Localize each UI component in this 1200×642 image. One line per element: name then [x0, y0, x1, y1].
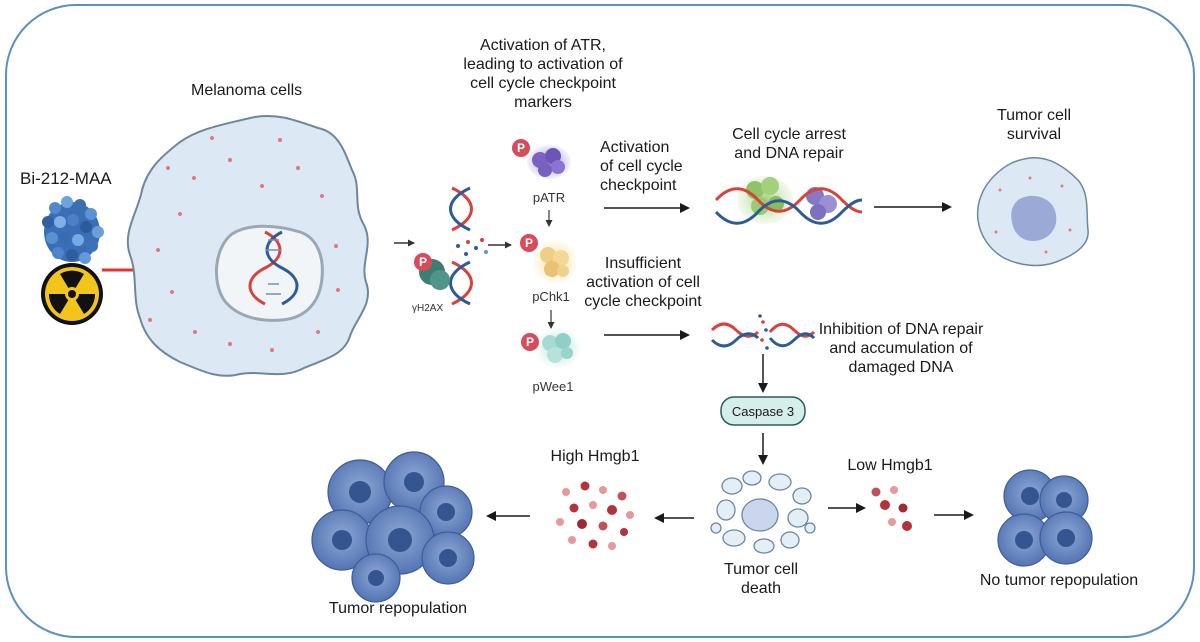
svg-text:P: P: [419, 255, 427, 269]
no-repopulation-label: No tumor repopulation: [980, 572, 1138, 589]
nucleus: [214, 224, 324, 322]
svg-text:P: P: [526, 335, 534, 349]
damaged-dna-icon: [449, 186, 488, 306]
atr-activation-caption: Activation of ATR, leading to activation…: [463, 37, 623, 111]
svg-text:cycle checkpoint: cycle checkpoint: [584, 293, 702, 310]
patr-protein-icon: [527, 145, 571, 179]
svg-text:damaged DNA: damaged DNA: [849, 359, 954, 376]
svg-text:death: death: [741, 580, 781, 597]
svg-text:Cell cycle arrest: Cell cycle arrest: [732, 126, 846, 143]
svg-text:P: P: [517, 141, 525, 155]
p-marker-pwee1: P: [521, 333, 539, 351]
svg-text:leading to activation of: leading to activation of: [463, 56, 623, 73]
high-hmgb1-cluster: [556, 481, 634, 550]
p-marker-patr: P: [512, 139, 530, 157]
svg-text:checkpoint: checkpoint: [600, 177, 677, 194]
death-caption: Tumor cell death: [724, 561, 798, 597]
svg-text:cell cycle checkpoint: cell cycle checkpoint: [470, 75, 616, 92]
svg-text:survival: survival: [1007, 126, 1061, 143]
survival-caption: Tumor cell survival: [997, 107, 1071, 143]
pwee1-label: pWee1: [533, 379, 574, 394]
svg-text:and accumulation of: and accumulation of: [829, 340, 973, 357]
dying-cell-icon: [710, 470, 816, 554]
p-marker-h2ax: P: [414, 253, 432, 271]
melanoma-label: Melanoma cells: [191, 82, 302, 99]
pchk1-label: pChk1: [532, 289, 570, 304]
no-repopulation-icon: [997, 469, 1093, 567]
arrest-caption: Cell cycle arrest and DNA repair: [732, 126, 846, 162]
bi212-label: Bi-212-MAA: [20, 169, 112, 188]
svg-text:Activation: Activation: [600, 139, 669, 156]
patr-label: pATR: [533, 190, 565, 205]
pwee1-protein-icon: [536, 328, 580, 368]
tumor-repopulation-icon: [311, 451, 475, 603]
svg-text:markers: markers: [514, 94, 572, 111]
high-hmgb1-label: High Hmgb1: [551, 448, 640, 465]
surviving-cell-icon: [976, 157, 1089, 267]
svg-text:activation of cell: activation of cell: [586, 274, 700, 291]
svg-text:Tumor cell: Tumor cell: [724, 561, 798, 578]
dna-repair-icon: [714, 176, 863, 225]
svg-text:Insufficient: Insufficient: [605, 255, 682, 272]
insufficient-caption: Insufficient activation of cell cycle ch…: [584, 255, 702, 310]
radiation-icon: [41, 263, 103, 325]
inhibition-caption: Inhibition of DNA repair and accumulatio…: [819, 321, 984, 376]
low-hmgb1-label: Low Hmgb1: [847, 457, 932, 474]
pchk1-protein-icon: [533, 240, 577, 284]
h2ax-label: γH2AX: [412, 303, 443, 314]
svg-text:P: P: [525, 236, 533, 250]
maa-particle-cluster: [42, 196, 104, 264]
caspase3-badge: Caspase 3: [720, 396, 806, 426]
low-hmgb1-cluster: [871, 486, 912, 531]
svg-text:Caspase 3: Caspase 3: [732, 404, 794, 419]
svg-text:of cell cycle: of cell cycle: [600, 158, 683, 175]
nucleus-dna-icon: [248, 230, 299, 306]
melanoma-granules: [148, 136, 340, 352]
svg-text:Tumor cell: Tumor cell: [997, 107, 1071, 124]
p-marker-pchk1: P: [520, 234, 538, 252]
activation-caption: Activation of cell cycle checkpoint: [600, 139, 683, 194]
broken-dna-icon: [710, 314, 816, 350]
svg-text:and DNA repair: and DNA repair: [734, 145, 844, 162]
svg-text:Inhibition of DNA repair: Inhibition of DNA repair: [819, 321, 984, 338]
repopulation-label: Tumor repopulation: [329, 600, 467, 617]
svg-text:Activation of ATR,: Activation of ATR,: [480, 37, 606, 54]
